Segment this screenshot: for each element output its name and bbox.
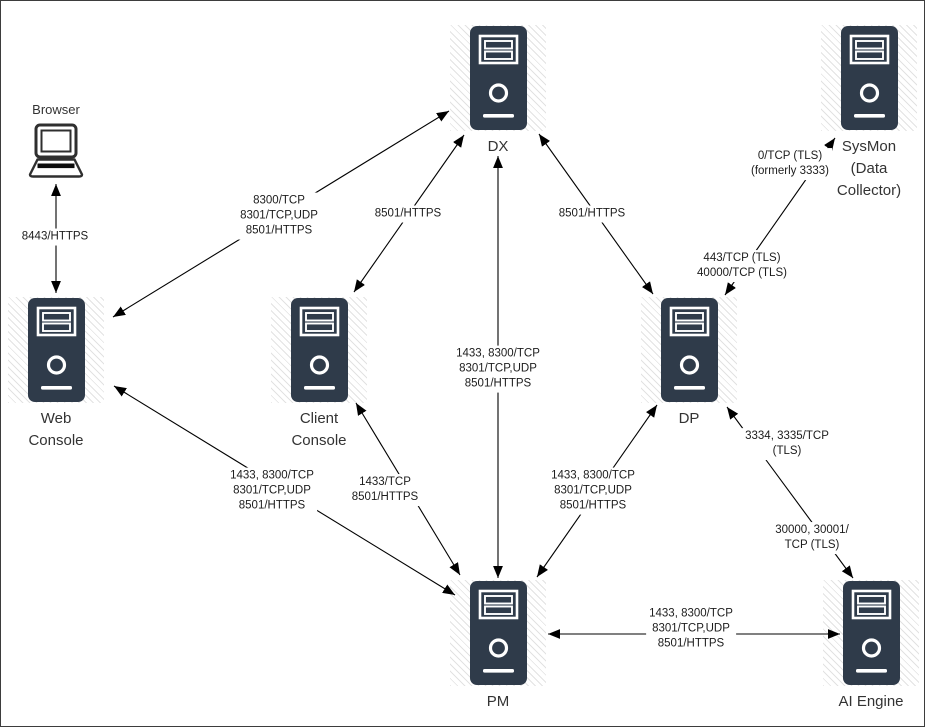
edge-dp-sysmon bbox=[724, 137, 836, 296]
edge-web-console-dx bbox=[112, 110, 450, 318]
edge-dx-dp bbox=[538, 133, 654, 295]
edge-pm-dp bbox=[536, 404, 658, 578]
edge-web-console-pm bbox=[113, 385, 456, 596]
edge-client-console-pm bbox=[355, 402, 461, 576]
edge-dp-ai-engine bbox=[726, 406, 854, 579]
